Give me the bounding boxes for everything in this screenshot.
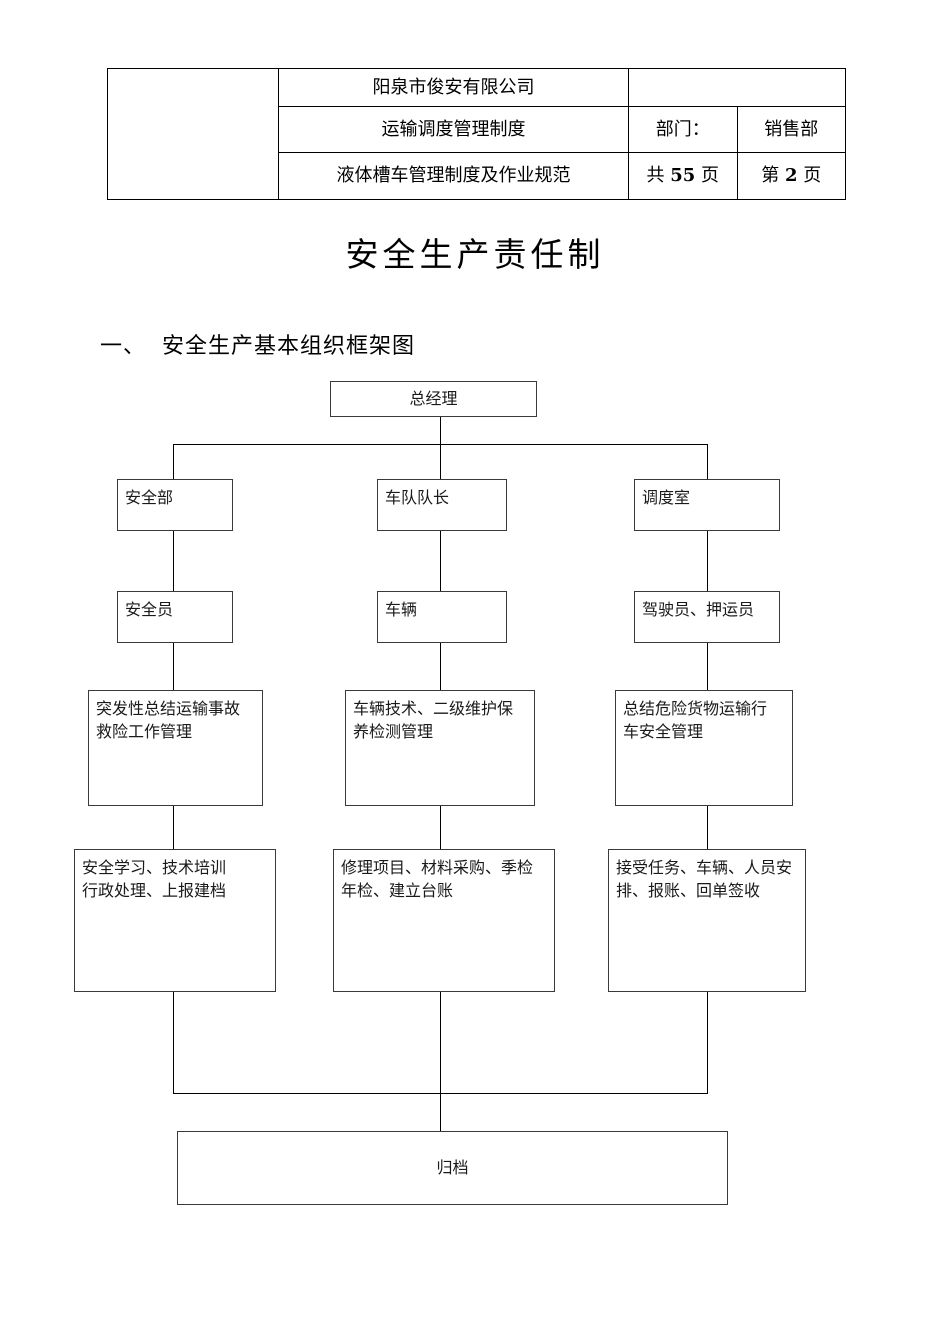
connector-col3-l2-l3 xyxy=(707,531,708,591)
current-page-suffix: 页 xyxy=(803,165,822,187)
org-node-label: 驾驶员、押运员 xyxy=(642,600,755,619)
header-department-value: 销售部 xyxy=(736,106,846,153)
connector-col2-to-merge xyxy=(440,992,441,1093)
org-node-label: 总结危险货物运输行 车安全管理 xyxy=(623,699,768,742)
org-node-label: 接受任务、车辆、人员安 排、报账、回单签收 xyxy=(616,858,793,901)
total-pages-number: 55 xyxy=(670,165,696,187)
org-node-general-manager: 总经理 xyxy=(330,381,537,417)
header-system-title: 运输调度管理制度 xyxy=(278,106,629,153)
org-node-repair-procurement-ledger: 修理项目、材料采购、季检 年检、建立台账 xyxy=(333,849,555,992)
connector-col3-to-merge xyxy=(707,992,708,1093)
connector-col3-l3-l4 xyxy=(707,643,708,690)
org-node-archive: 归档 xyxy=(177,1131,728,1205)
header-total-pages: 共 55 页 xyxy=(628,152,738,200)
current-page-prefix: 第 xyxy=(761,165,780,187)
org-node-hazardous-transport-safety-management: 总结危险货物运输行 车安全管理 xyxy=(615,690,793,806)
org-node-label: 调度室 xyxy=(642,488,691,507)
connector-col2-l4-l5 xyxy=(440,806,441,849)
org-node-label: 安全员 xyxy=(125,600,174,619)
connector-col1-l4-l5 xyxy=(173,806,174,849)
org-node-safety-training-records: 安全学习、技术培训 行政处理、上报建档 xyxy=(74,849,276,992)
connector-bus-to-col1 xyxy=(173,444,174,479)
connector-bus-to-col3 xyxy=(707,444,708,479)
connector-col1-l2-l3 xyxy=(173,531,174,591)
header-current-page: 第 2 页 xyxy=(736,152,846,200)
page-title: 安全生产责任制 xyxy=(345,235,605,274)
header-logo-cell xyxy=(107,68,279,200)
connector-merge-to-archive xyxy=(440,1093,441,1131)
org-node-label: 安全学习、技术培训 行政处理、上报建档 xyxy=(82,858,227,901)
connector-col3-l4-l5 xyxy=(707,806,708,849)
header-table-row: 液体槽车管理制度及作业规范 共 55 页 第 2 页 xyxy=(108,152,846,200)
connector-col2-l2-l3 xyxy=(440,531,441,591)
document-header-table: 阳泉市俊安有限公司 运输调度管理制度 部门： 销售部 液体槽车管理制度及作业规范… xyxy=(107,68,846,200)
org-node-label: 总经理 xyxy=(409,389,458,409)
org-node-emergency-response-management: 突发性总结运输事故 救险工作管理 xyxy=(88,690,263,806)
connector-col2-l3-l4 xyxy=(440,643,441,690)
org-node-task-assignment-reimbursement: 接受任务、车辆、人员安 排、报账、回单签收 xyxy=(608,849,806,992)
org-node-label: 车辆 xyxy=(385,600,418,619)
connector-bus-to-col2 xyxy=(440,444,441,479)
section-heading: 一、 安全生产基本组织框架图 xyxy=(100,334,415,359)
header-department-label: 部门： xyxy=(628,106,738,153)
header-table-row: 运输调度管理制度 部门： 销售部 xyxy=(108,106,846,153)
org-node-vehicles: 车辆 xyxy=(377,591,507,643)
org-node-label: 突发性总结运输事故 救险工作管理 xyxy=(96,699,241,742)
org-node-vehicle-maintenance-management: 车辆技术、二级维护保 养检测管理 xyxy=(345,690,535,806)
org-node-fleet-captain: 车队队长 xyxy=(377,479,507,531)
org-node-dispatch-room: 调度室 xyxy=(634,479,780,531)
org-node-safety-department: 安全部 xyxy=(117,479,233,531)
current-page-number: 2 xyxy=(784,165,798,187)
org-node-safety-officer: 安全员 xyxy=(117,591,233,643)
org-node-label: 车辆技术、二级维护保 养检测管理 xyxy=(353,699,514,742)
org-node-driver-escort: 驾驶员、押运员 xyxy=(634,591,780,643)
total-pages-prefix: 共 xyxy=(646,165,665,187)
connector-root-down xyxy=(440,417,441,444)
org-node-label: 车队队长 xyxy=(385,488,450,507)
org-node-label: 安全部 xyxy=(125,488,174,507)
total-pages-suffix: 页 xyxy=(701,165,720,187)
header-document-subtitle: 液体槽车管理制度及作业规范 xyxy=(278,152,629,200)
connector-col1-l3-l4 xyxy=(173,643,174,690)
org-node-label: 修理项目、材料采购、季检 年检、建立台账 xyxy=(341,858,534,901)
org-node-label: 归档 xyxy=(436,1158,469,1178)
connector-col1-to-merge xyxy=(173,992,174,1093)
